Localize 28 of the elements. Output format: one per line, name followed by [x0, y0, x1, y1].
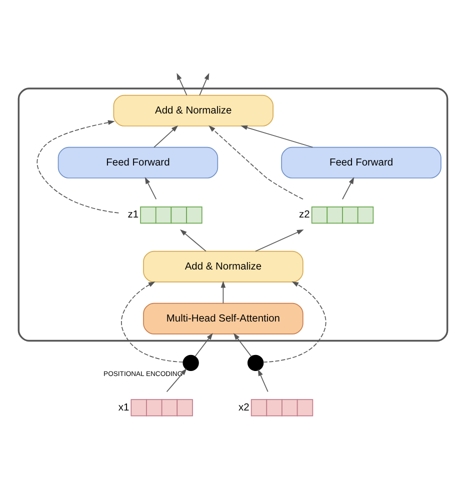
arrow [180, 229, 206, 252]
arrow [166, 368, 187, 392]
node-box: Add & Normalize [113, 94, 274, 126]
arrow [36, 120, 120, 214]
node-circle [247, 354, 264, 372]
arrow [233, 333, 252, 357]
node-box: Multi-Head Self-Attention [143, 302, 304, 334]
arrow [258, 369, 268, 392]
node-label: z2 [299, 210, 310, 221]
arrow [194, 333, 213, 357]
arrow [154, 125, 178, 148]
arrow [240, 125, 314, 148]
node-circle [182, 354, 199, 372]
node-label: x2 [238, 402, 250, 414]
arrow [342, 177, 354, 200]
arrow [262, 281, 326, 363]
arrow [255, 229, 304, 252]
node-box: Feed Forward [281, 146, 442, 178]
arrow [220, 280, 226, 304]
arrow [176, 72, 188, 96]
node-box: Feed Forward [58, 146, 218, 178]
arrow [199, 72, 210, 96]
node-label: z1 [128, 210, 139, 221]
node-box: Add & Normalize [143, 250, 304, 282]
arrow [208, 125, 304, 200]
arrow [121, 281, 184, 362]
node-label: x1 [118, 402, 130, 414]
arrow [144, 177, 157, 200]
